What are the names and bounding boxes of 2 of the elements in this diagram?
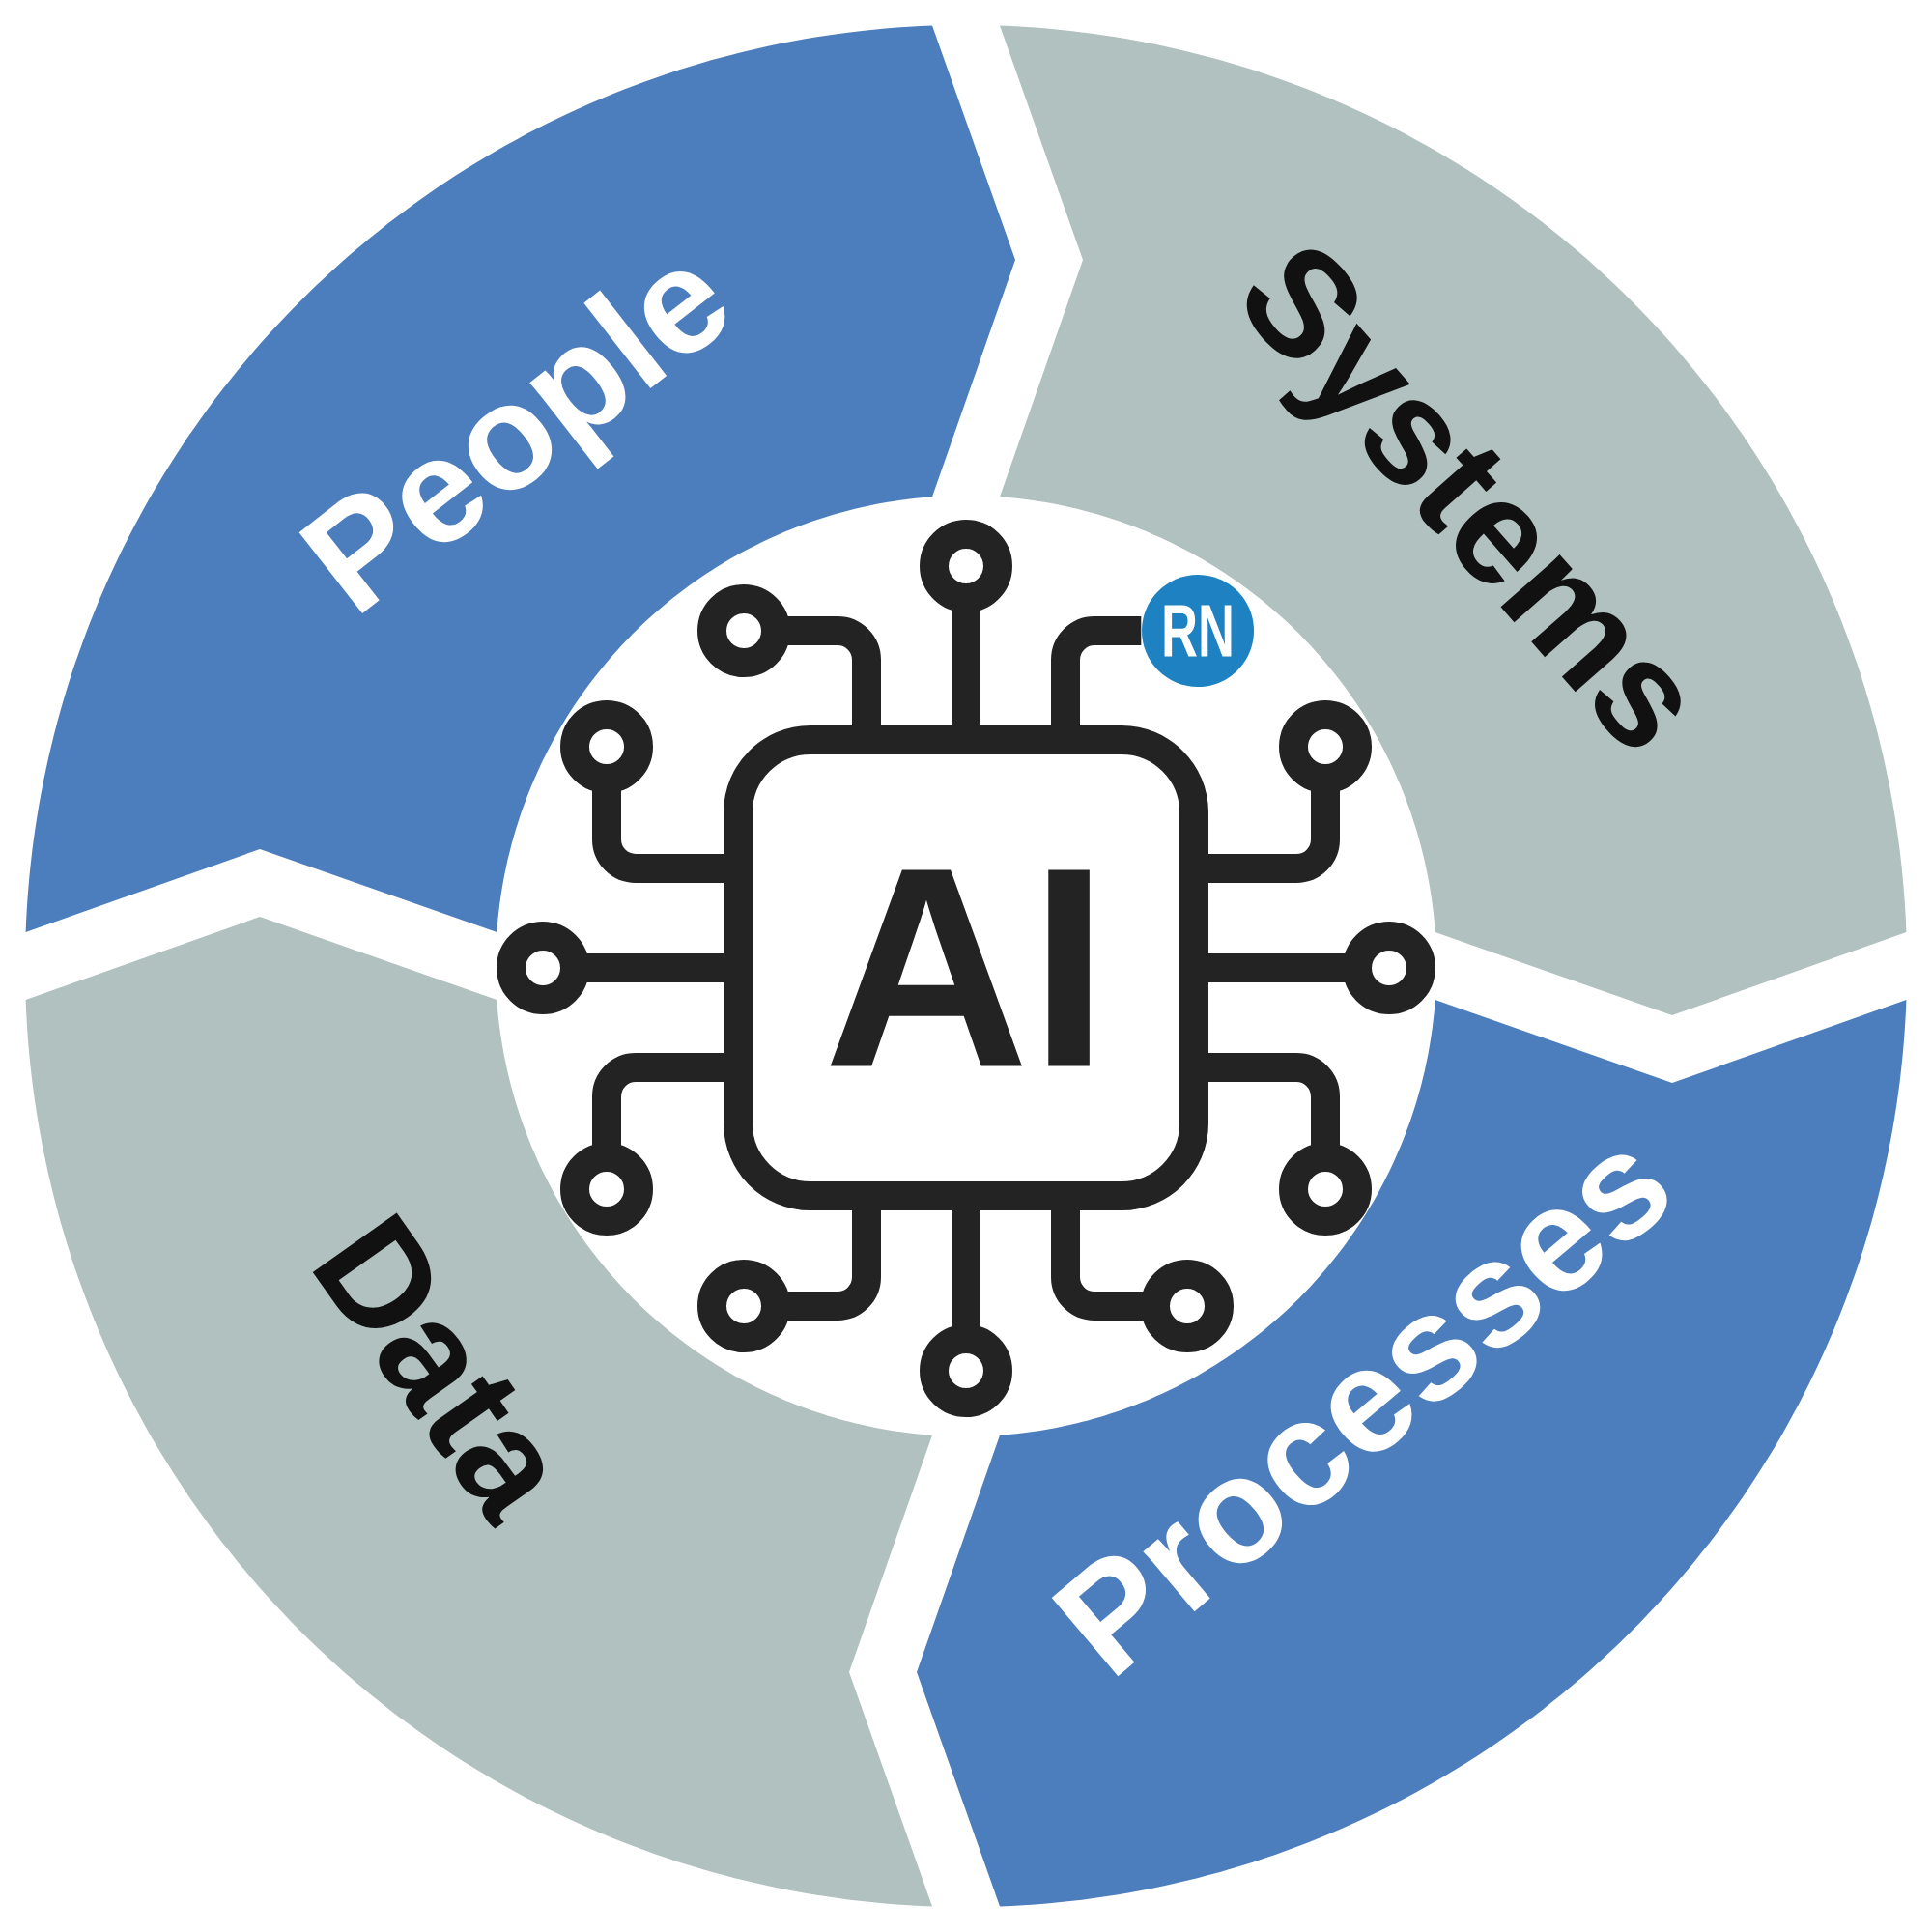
badge: RN xyxy=(1142,575,1254,688)
chip-box: AI xyxy=(724,725,1208,1210)
